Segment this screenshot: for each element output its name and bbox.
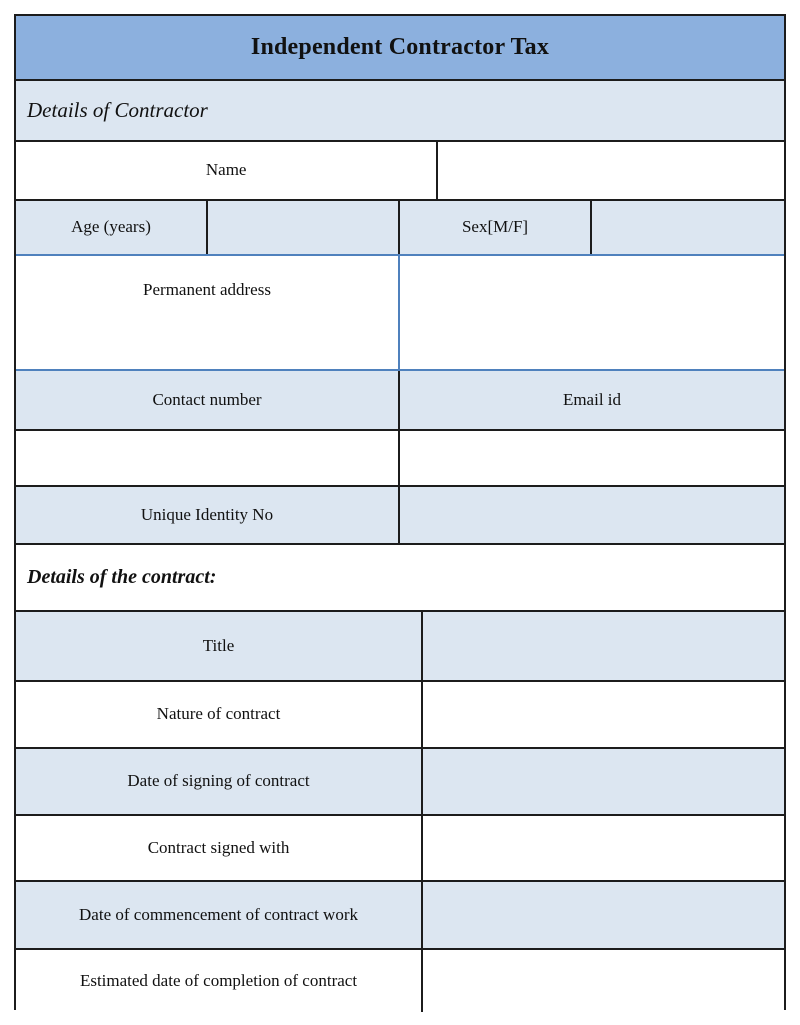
date-of-commencement-label: Date of commencement of contract work	[16, 882, 424, 948]
contract-signed-with-label: Contract signed with	[16, 816, 424, 880]
sex-label: Sex[M/F]	[400, 201, 592, 254]
section-contract-heading-row: Details of the contract:	[16, 543, 784, 610]
date-of-commencement-row: Date of commencement of contract work	[16, 880, 784, 948]
unique-identity-row: Unique Identity No	[16, 485, 784, 543]
date-of-signing-row: Date of signing of contract	[16, 747, 784, 814]
unique-identity-label: Unique Identity No	[16, 487, 400, 543]
page-title: Independent Contractor Tax	[250, 34, 550, 60]
date-of-completion-input-cell[interactable]	[423, 950, 784, 1012]
email-input-cell[interactable]	[400, 431, 784, 485]
form-title-bar: Independent Contractor Tax	[16, 16, 784, 79]
date-of-signing-label: Date of signing of contract	[16, 749, 424, 814]
contract-signed-with-row: Contract signed with	[16, 814, 784, 880]
date-of-commencement-input-cell[interactable]	[423, 882, 784, 948]
title-field-label: Title	[16, 612, 424, 680]
nature-of-contract-row: Nature of contract	[16, 680, 784, 747]
contact-number-input-cell[interactable]	[16, 431, 400, 485]
permanent-address-input-cell[interactable]	[400, 256, 784, 369]
name-row: Name	[16, 140, 784, 199]
nature-of-contract-input-cell[interactable]	[423, 682, 784, 747]
permanent-address-row: Permanent address	[16, 254, 784, 369]
title-field-input-cell[interactable]	[423, 612, 784, 680]
contact-email-label-row: Contact number Email id	[16, 369, 784, 429]
name-input-cell[interactable]	[438, 142, 784, 199]
email-label: Email id	[400, 371, 784, 429]
permanent-address-label: Permanent address	[16, 256, 400, 369]
contractor-tax-form: Independent Contractor Tax Details of Co…	[14, 14, 786, 1012]
unique-identity-input-cell[interactable]	[400, 487, 784, 543]
date-of-completion-label: Estimated date of completion of contract	[16, 950, 424, 1012]
age-label: Age (years)	[16, 201, 208, 254]
sex-input-cell[interactable]	[592, 201, 784, 254]
nature-of-contract-label: Nature of contract	[16, 682, 424, 747]
contact-number-label: Contact number	[16, 371, 400, 429]
name-label: Name	[16, 142, 439, 199]
age-input-cell[interactable]	[208, 201, 400, 254]
title-field-row: Title	[16, 610, 784, 680]
section-heading-contract: Details of the contract:	[27, 566, 217, 588]
age-sex-row: Age (years) Sex[M/F]	[16, 199, 784, 254]
section-heading-contractor: Details of Contractor	[27, 98, 208, 122]
date-of-completion-row: Estimated date of completion of contract	[16, 948, 784, 1012]
section-contractor-heading-row: Details of Contractor	[16, 79, 784, 140]
contract-signed-with-input-cell[interactable]	[423, 816, 784, 880]
date-of-signing-input-cell[interactable]	[423, 749, 784, 814]
contact-email-input-row	[16, 429, 784, 485]
